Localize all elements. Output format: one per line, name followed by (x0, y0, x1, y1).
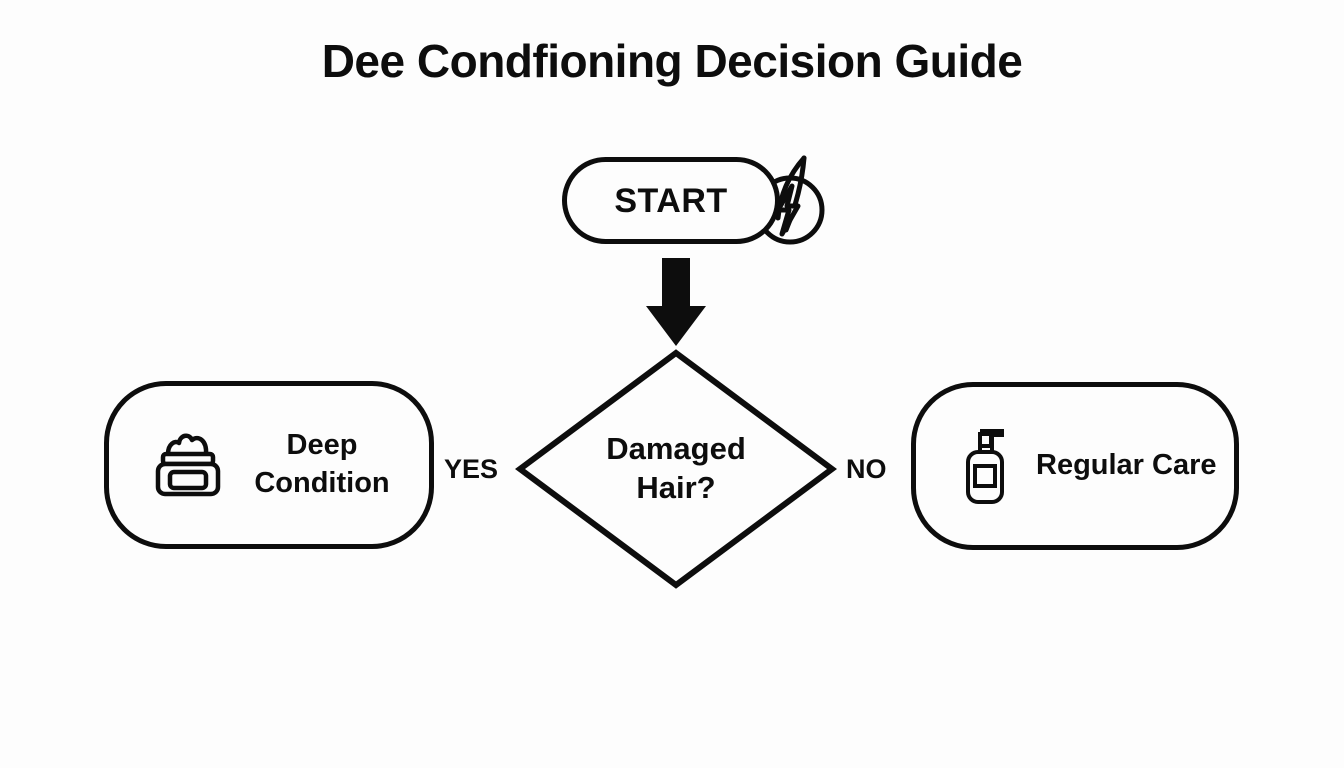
outcome-label-regular-care: Regular Care (1036, 447, 1217, 485)
start-node[interactable]: START (562, 157, 780, 244)
outcome-node-regular-care[interactable]: Regular Care (911, 382, 1239, 550)
outcome-label-line1: Deep (286, 429, 358, 462)
edge-label-no: NO (846, 454, 887, 484)
start-node-label: START (614, 181, 728, 220)
cream-jar-icon (151, 428, 225, 502)
page-title: Dee Condfioning Decision Guide (321, 35, 1023, 87)
outcome-label-line1: Regular Care (1036, 449, 1217, 482)
decision-node[interactable] (514, 348, 838, 590)
outcome-label-deep-condition: Deep Condition (241, 427, 403, 502)
outcome-label-line2: Condition (254, 467, 390, 499)
pump-bottle-icon (958, 426, 1016, 506)
outcome-node-deep-condition[interactable]: Deep Condition (104, 381, 434, 549)
down-arrow-icon (644, 258, 708, 348)
edge-label-yes: YES (444, 454, 499, 484)
